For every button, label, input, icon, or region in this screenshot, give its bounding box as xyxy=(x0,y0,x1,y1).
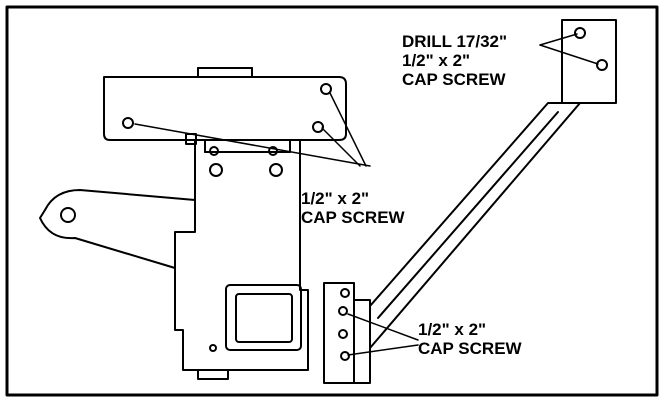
body-hole xyxy=(209,163,223,177)
clamp-hole xyxy=(596,59,608,71)
mid-screw-type-label: CAP SCREW xyxy=(301,208,405,227)
clamp-hole xyxy=(574,27,586,39)
leader-line xyxy=(347,313,419,341)
leader-line xyxy=(539,44,599,65)
leader-line xyxy=(347,344,419,356)
bottom-screw-size-label: 1/2" x 2" xyxy=(418,320,487,339)
bottom-tab xyxy=(197,369,229,380)
top-screw-type-label: CAP SCREW xyxy=(402,70,506,89)
leader-line xyxy=(321,127,361,167)
bottom-screw-type-label: CAP SCREW xyxy=(418,339,522,358)
receiver-tube-outer xyxy=(225,284,302,351)
leader-line xyxy=(134,123,371,167)
brace-edge xyxy=(377,111,559,319)
side-plate-hole xyxy=(340,351,350,361)
top-plate-hole xyxy=(122,117,134,129)
mid-screw-size-label: 1/2" x 2" xyxy=(301,189,370,208)
body-hole xyxy=(268,146,278,156)
angle-bracket xyxy=(353,299,371,384)
drill-label: DRILL 17/32" xyxy=(402,32,508,51)
body-hole xyxy=(269,163,283,177)
diagram-border xyxy=(5,5,659,397)
vertical-body xyxy=(174,139,309,371)
side-plate-hole xyxy=(338,329,348,339)
left-ear xyxy=(39,189,196,269)
leader-line xyxy=(329,92,367,167)
pin-hole xyxy=(209,344,217,352)
receiver-tube-inner xyxy=(235,293,293,343)
side-plate-hole xyxy=(340,288,350,298)
upper-clamp-plate xyxy=(561,19,617,104)
leader-line xyxy=(539,33,578,46)
top-plate-hole xyxy=(312,121,324,133)
body-hole xyxy=(209,146,219,156)
top-mounting-plate xyxy=(103,76,347,141)
side-plate-hole xyxy=(338,306,348,316)
ear-hole xyxy=(60,207,76,223)
top-plate-hole xyxy=(320,83,332,95)
top-screw-size-label: 1/2" x 2" xyxy=(402,51,471,70)
